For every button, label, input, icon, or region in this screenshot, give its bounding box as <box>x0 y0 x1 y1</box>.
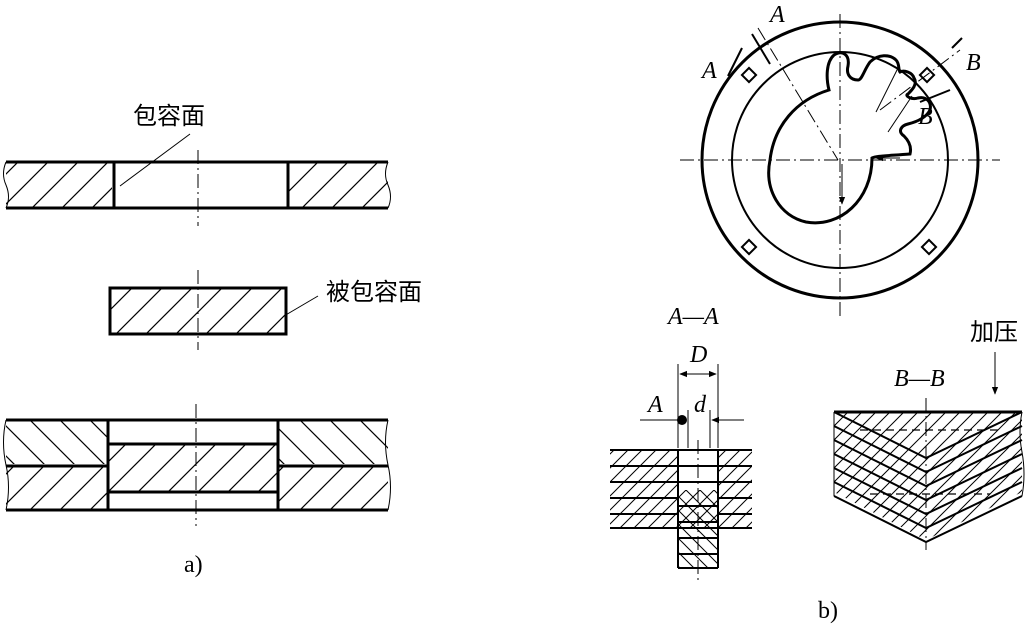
section-aa: A—A D d A <box>610 304 752 580</box>
panel-a: 包容面 被包容面 a) <box>3 102 422 578</box>
disk-label-a-side: A <box>700 58 717 84</box>
leader-contained <box>283 295 319 317</box>
section-bb-title: B—B <box>894 366 945 392</box>
press-label: 加压 <box>970 318 1018 346</box>
caption-a: a) <box>184 552 203 578</box>
dim-outer-label: D <box>689 342 707 368</box>
section-bb: 加压 B—B <box>833 318 1025 550</box>
label-contained-surface: 被包容面 <box>326 278 422 306</box>
point-a-label: A <box>646 392 663 418</box>
dim-inner-label: d <box>694 392 707 418</box>
caption-b: b) <box>818 598 838 624</box>
containing-part <box>3 160 391 210</box>
disk-label-b-side: B <box>918 104 933 130</box>
assembled-view <box>3 418 391 512</box>
leader-containing <box>119 133 191 187</box>
disk-inner-profile <box>767 51 932 225</box>
section-aa-title: A—A <box>666 304 719 330</box>
disk-label-a-top: A <box>768 2 785 28</box>
disk-label-b-top: B <box>966 50 981 76</box>
panel-b: A A B B A—A D d A <box>610 2 1025 624</box>
disk-view <box>680 14 1000 318</box>
label-containing-surface: 包容面 <box>133 102 205 130</box>
